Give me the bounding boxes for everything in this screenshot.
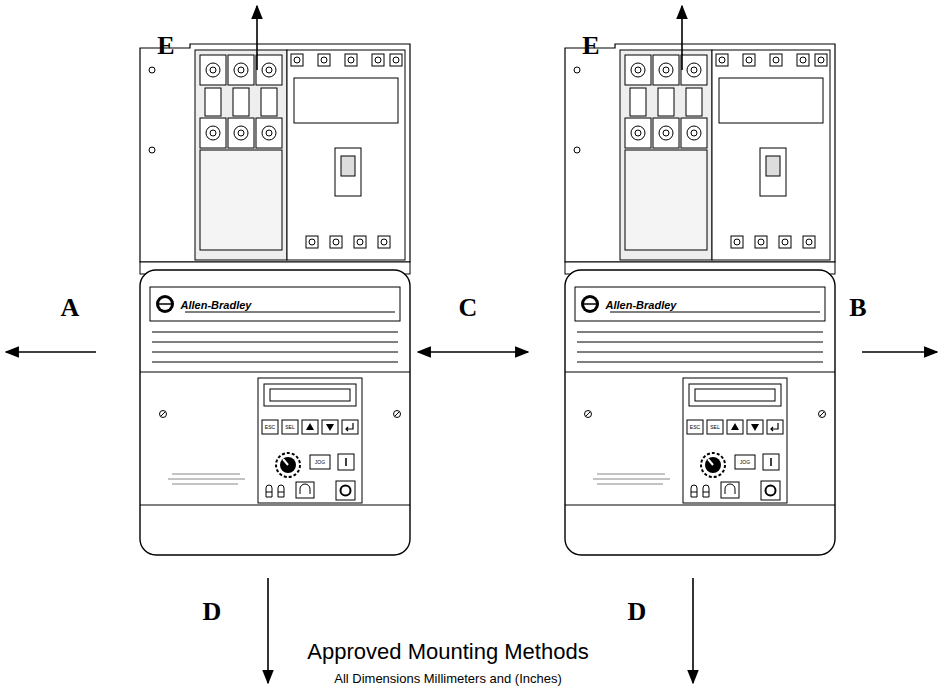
key-label: ESC [690, 425, 700, 430]
units-note: All Dimensions Millimeters and (Inches) [334, 672, 562, 685]
clearance-letter: A [61, 295, 80, 321]
clearance-arrow [862, 351, 937, 353]
key-label: ESC [265, 425, 275, 430]
brand-name: Allen-Bradley [606, 300, 677, 311]
drive-left [140, 44, 410, 555]
key-label: JOG [315, 460, 325, 465]
key-label: SEL [710, 425, 719, 430]
clearance-arrow [6, 351, 96, 353]
clearance-letter: E [157, 33, 174, 59]
key-label: JOG [740, 460, 750, 465]
clearance-letter: E [582, 33, 599, 59]
brand-name: Allen-Bradley [181, 300, 252, 311]
key-label: SEL [285, 425, 294, 430]
clearance-arrow [418, 351, 528, 353]
clearance-arrow [267, 578, 269, 683]
clearance-letter: C [459, 295, 478, 321]
clearance-arrow [256, 6, 258, 70]
clearance-letter: D [628, 599, 647, 625]
clearance-letter: B [849, 295, 866, 321]
clearance-arrow [692, 578, 694, 683]
drive-right [565, 44, 835, 555]
clearance-letter: D [203, 599, 222, 625]
figure-caption: Approved Mounting Methods [307, 641, 588, 663]
clearance-arrow [681, 6, 683, 70]
